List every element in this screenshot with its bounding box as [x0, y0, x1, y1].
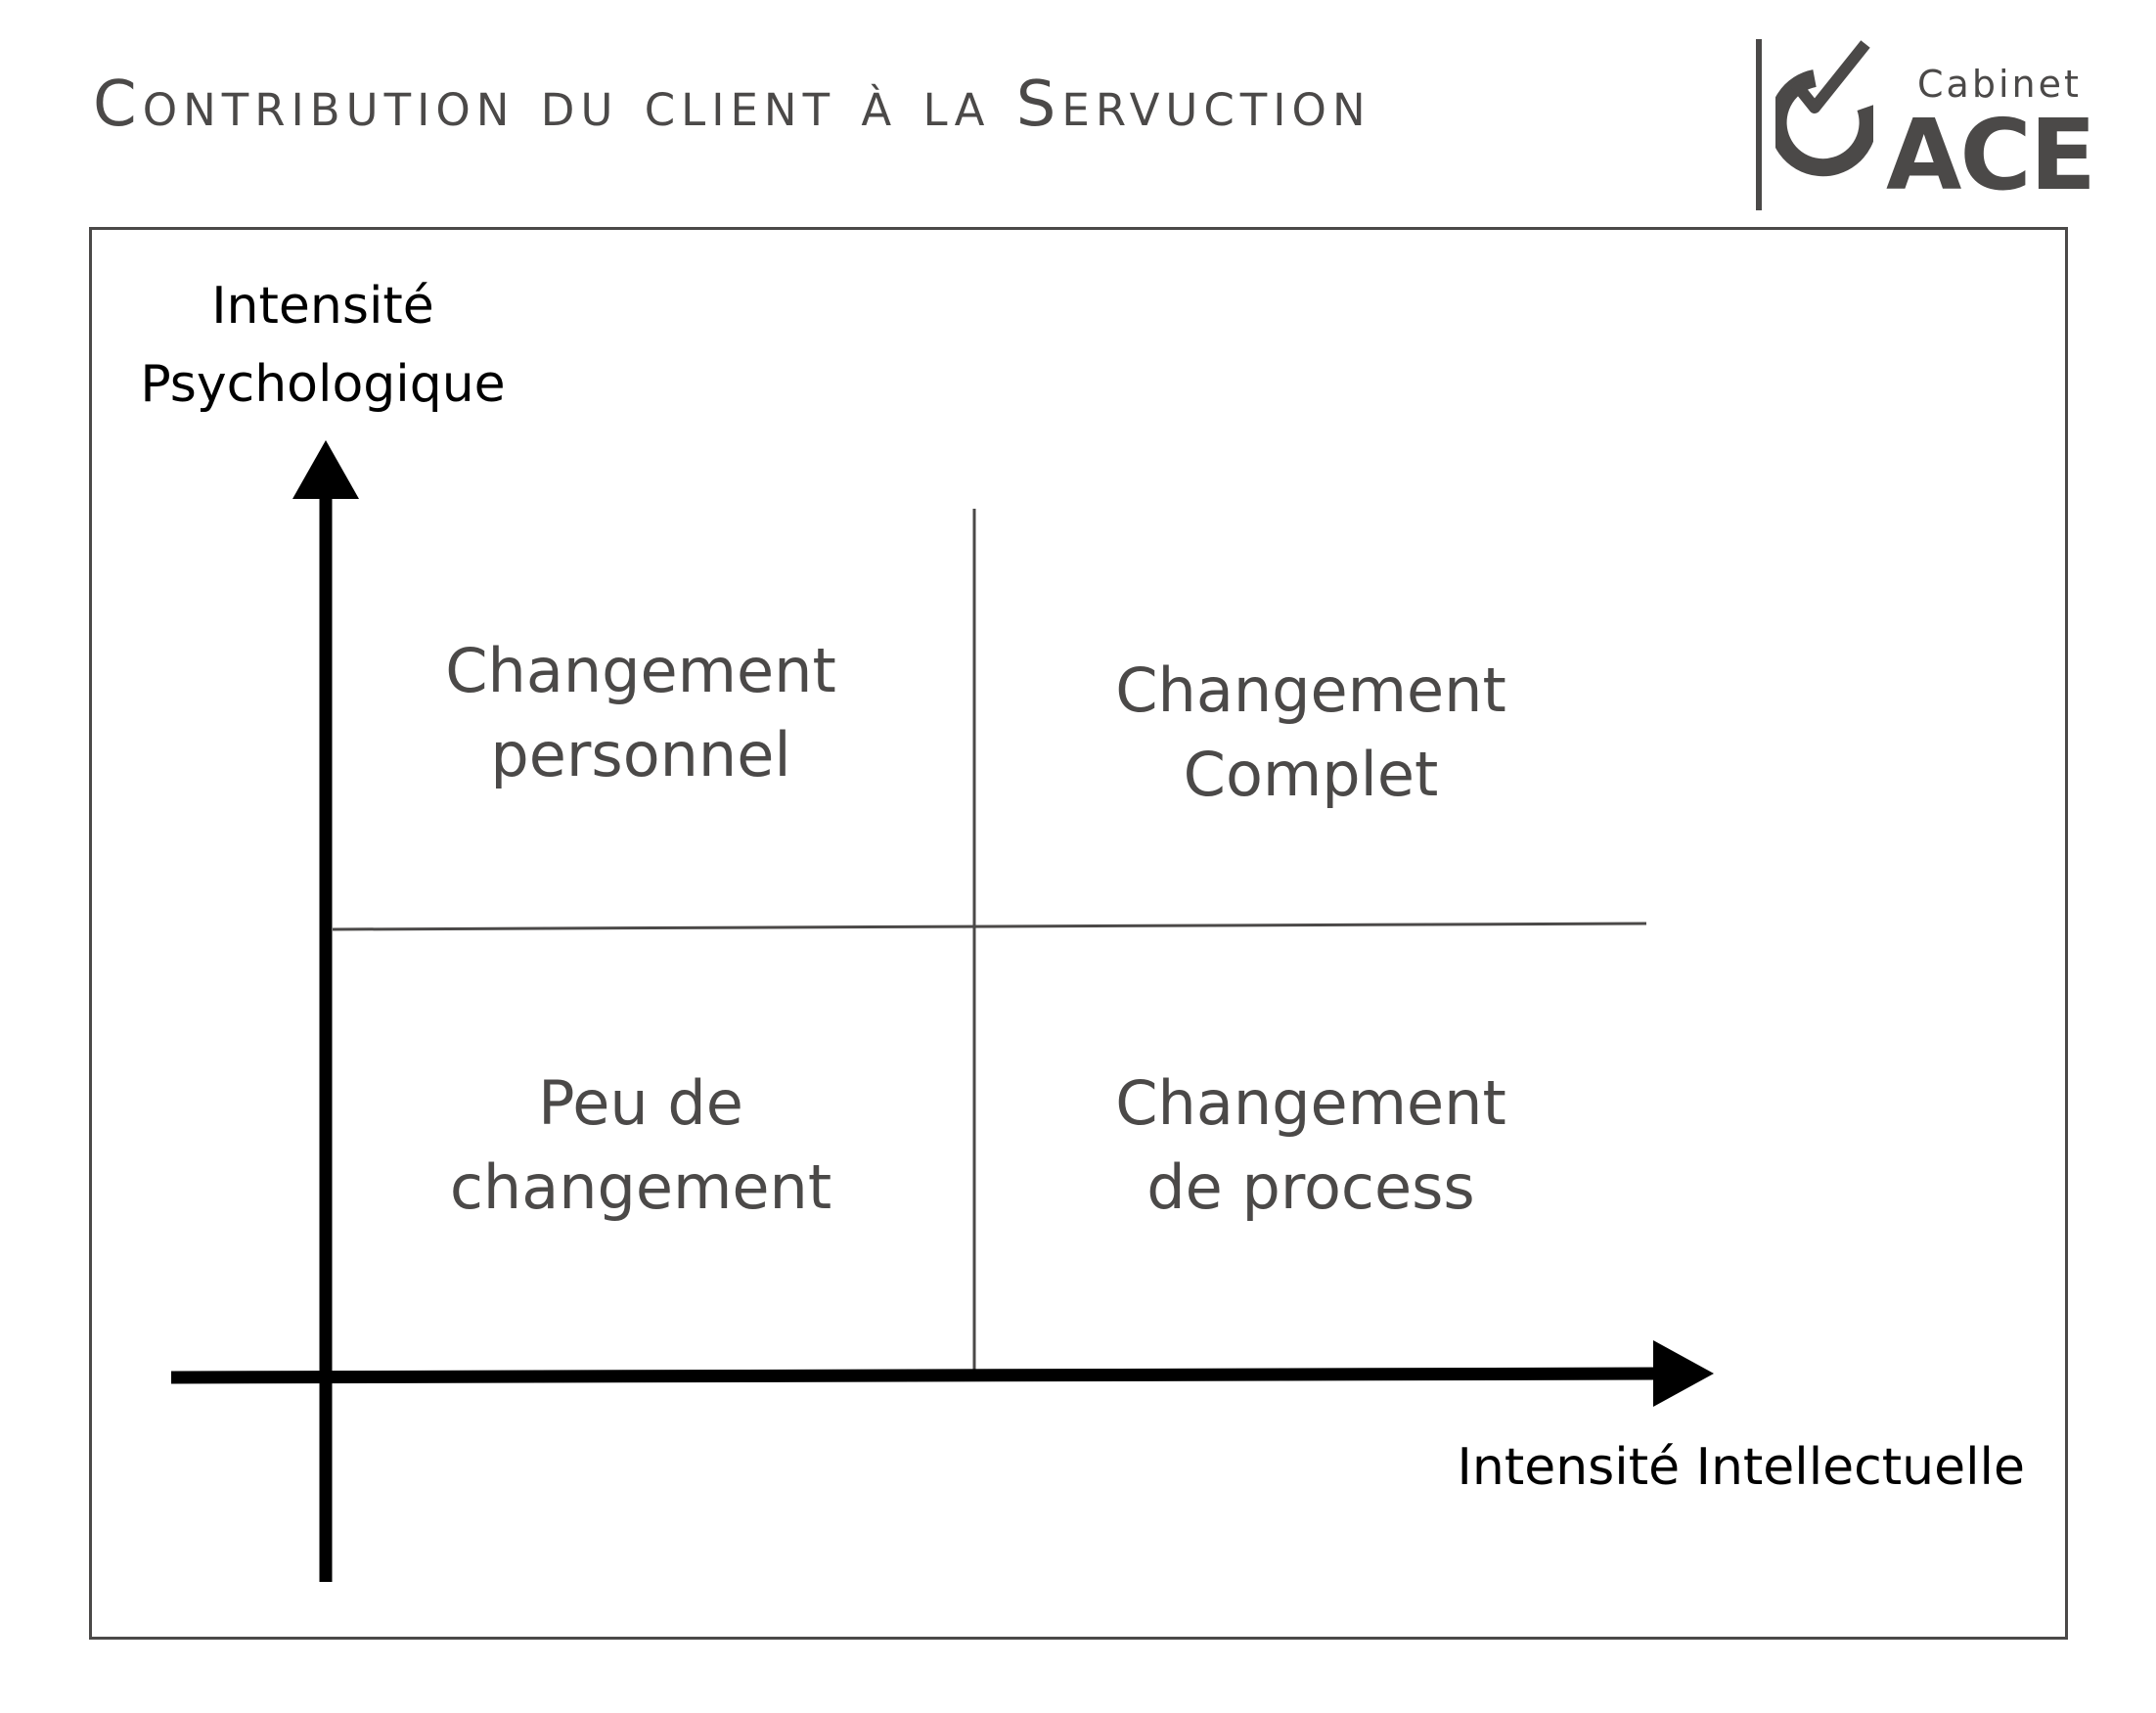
logo-checkmark-icon [1775, 40, 1873, 177]
y-axis-arrow [292, 440, 359, 499]
horizontal-divider [332, 922, 1647, 931]
quadrant-label-line2: Complet [1183, 739, 1439, 810]
quadrant-label-line1: Changement [1115, 654, 1506, 726]
logo-brand-text: ACE [1886, 98, 2096, 212]
quadrant-label-line1: Changement [445, 635, 836, 706]
quadrant-label-line2: personnel [490, 719, 791, 790]
logo-cabinet-text: Cabinet [1917, 63, 2082, 106]
quadrant-top-right: Changement Complet [1008, 649, 1614, 817]
x-axis [170, 1367, 1664, 1384]
x-axis-label: Intensité Intellectuelle [1457, 1438, 2025, 1497]
quadrant-label-line1: Changement [1115, 1067, 1506, 1139]
quadrant-bottom-right: Changement de process [1008, 1061, 1614, 1230]
quadrant-label-line2: changement [449, 1151, 832, 1223]
y-axis-label-line2: Psychologique [140, 355, 506, 414]
quadrant-label-line1: Peu de [538, 1067, 743, 1139]
quadrant-label-line2: de process [1146, 1151, 1475, 1223]
logo-divider [1756, 39, 1762, 210]
quadrant-top-left: Changement personnel [337, 629, 944, 797]
x-axis-arrow [1653, 1340, 1714, 1407]
y-axis-label-line1: Intensité [211, 277, 434, 336]
quadrant-bottom-left: Peu de changement [337, 1061, 944, 1230]
y-axis-label: Intensité Psychologique [98, 267, 548, 424]
diagram-frame [89, 227, 2068, 1640]
page-title: Contribution du client à la Servuction [93, 68, 1371, 141]
